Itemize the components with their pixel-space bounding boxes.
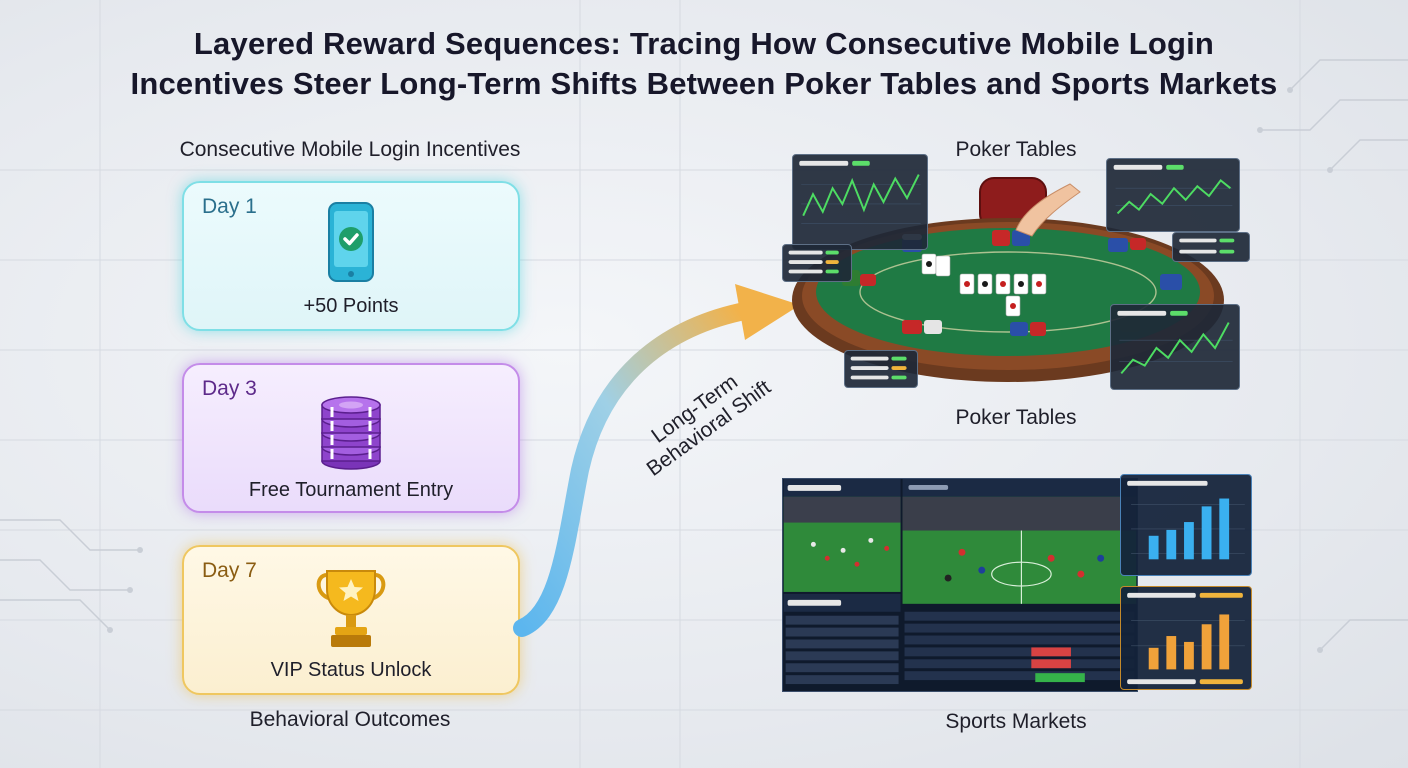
card-reward-text: +50 Points [303,295,399,317]
session-length-panel-right [1106,158,1240,232]
page-title: Layered Reward Sequences: Tracing How Co… [0,24,1408,104]
card-day-label: Day 7 [202,559,257,582]
trophy-icon [313,567,389,656]
table-length-tag-right [1172,232,1250,262]
title-line-1: Layered Reward Sequences: Tracing How Co… [193,26,1215,61]
poker-tables-bottom-label: Poker Tables [955,406,1077,429]
card-reward-text: VIP Status Unlock [270,659,432,681]
card-day-label: Day 3 [202,377,257,400]
market-switch-frequency-panel [1120,474,1252,576]
sports-betting-dashboard [782,478,1138,692]
reward-card-day-1: Day 1 +50 Points [182,181,520,331]
incentives-heading: Consecutive Mobile Login Incentives [179,138,521,161]
chip-stack-icon [318,387,384,476]
long-term-allocation-panel [1120,586,1252,690]
table-length-tag-bottom [844,350,918,388]
card-day-label: Day 1 [202,195,257,218]
behavioral-outcomes-label: Behavioral Outcomes [249,708,451,731]
session-length-panel-left [792,154,928,250]
reward-card-day-3: Day 3 Free Tournament Entry [182,363,520,513]
sports-markets-label: Sports Markets [945,710,1087,733]
title-line-2: Incentives Steer Long-Term Shifts Betwee… [130,66,1278,101]
phone-check-icon [327,201,375,288]
session-length-panel-bottom [1110,304,1240,390]
reward-card-day-7: Day 7 VIP Status Unlock [182,545,520,695]
card-reward-text: Free Tournament Entry [248,479,454,501]
poker-tables-top-label: Poker Tables [955,138,1077,161]
table-length-tag-left [782,244,852,282]
